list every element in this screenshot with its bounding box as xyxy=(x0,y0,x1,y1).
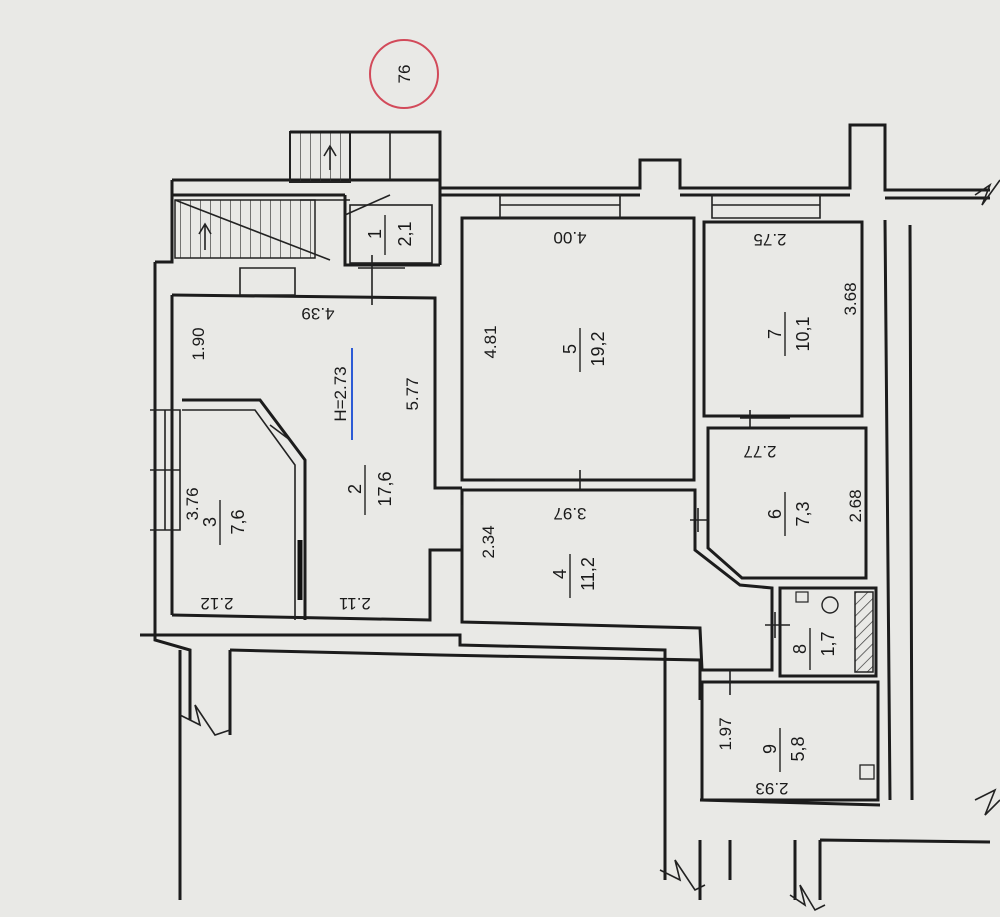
room-4-area: 11,2 xyxy=(578,557,598,591)
room-4-number: 4 xyxy=(550,569,570,579)
room-4-left-dim: 2.34 xyxy=(479,525,498,558)
room-8-number: 8 xyxy=(790,644,810,654)
page-number-circle xyxy=(369,39,439,109)
room-1: 1 2,1 xyxy=(349,204,433,264)
room-5: 4.00 4.81 5 19,2 xyxy=(460,194,696,490)
stairs xyxy=(174,130,442,267)
room-7-right-dim: 3.68 xyxy=(841,282,860,315)
room-2: 4.39 1.90 H=2.73 5.77 2 17,6 2.11 xyxy=(170,255,462,622)
stair-flight-upper xyxy=(289,131,351,183)
room-3-bottom-dim: 2.12 xyxy=(200,594,233,613)
room-6-area: 7,3 xyxy=(793,501,813,526)
room-7: 2.75 7 10,1 3.68 xyxy=(702,194,864,428)
room-6-top-dim: 2.77 xyxy=(743,442,776,461)
room-9: 1.97 9 5,8 2.93 xyxy=(700,670,880,802)
room-2-left-dim: 1.90 xyxy=(189,327,208,360)
toilet-icon xyxy=(821,596,839,614)
room-8: 8 1,7 xyxy=(765,586,878,678)
room-4-top-dim: 3.97 xyxy=(553,504,586,523)
room-3-left-dim: 3.76 xyxy=(183,487,202,520)
bath-hatch xyxy=(854,591,874,673)
page-number-stamp: 76 xyxy=(369,39,439,109)
room-7-number: 7 xyxy=(765,329,785,339)
room-9-bottom-dim: 2.93 xyxy=(755,779,788,798)
room-6-number: 6 xyxy=(765,509,785,519)
height-label: H=2.73 xyxy=(331,366,350,421)
room-6-right-dim: 2.68 xyxy=(846,489,865,522)
room-2-area: 17,6 xyxy=(375,471,395,506)
page-number: 76 xyxy=(395,65,414,84)
sink-icon xyxy=(795,591,809,603)
room-7-top-dim: 2.75 xyxy=(753,230,786,249)
room-7-area: 10,1 xyxy=(793,316,813,351)
room-2-right-dim: 5.77 xyxy=(403,377,422,410)
room-5-left-dim: 4.81 xyxy=(481,325,500,358)
room-6: 2.77 6 7,3 2.68 xyxy=(690,426,868,580)
room-9-left-dim: 1.97 xyxy=(716,717,735,750)
room-9-area: 5,8 xyxy=(788,736,808,761)
stair-arrow-icon-2 xyxy=(198,222,212,250)
room-5-area: 19,2 xyxy=(588,331,608,366)
room-3-number: 3 xyxy=(200,517,220,527)
room-1-area: 2,1 xyxy=(395,221,415,246)
room-9-number: 9 xyxy=(760,744,780,754)
break-lines xyxy=(179,179,1000,912)
room-2-number: 2 xyxy=(345,484,365,494)
room-5-number: 5 xyxy=(560,344,580,354)
room-1-number: 1 xyxy=(365,229,385,239)
room-3: 3.76 3 7,6 2.12 xyxy=(150,398,307,620)
room-4: 3.97 2.34 4 11,2 xyxy=(460,488,774,672)
stair-arrow-icon xyxy=(323,144,337,170)
room-8-area: 1,7 xyxy=(818,631,838,656)
room-2-bottom-dim: 2.11 xyxy=(339,594,371,613)
room-5-top-dim: 4.00 xyxy=(553,228,586,247)
meter-icon xyxy=(859,764,875,780)
room-3-area: 7,6 xyxy=(228,509,248,534)
room-2-top-dim: 4.39 xyxy=(301,304,334,323)
